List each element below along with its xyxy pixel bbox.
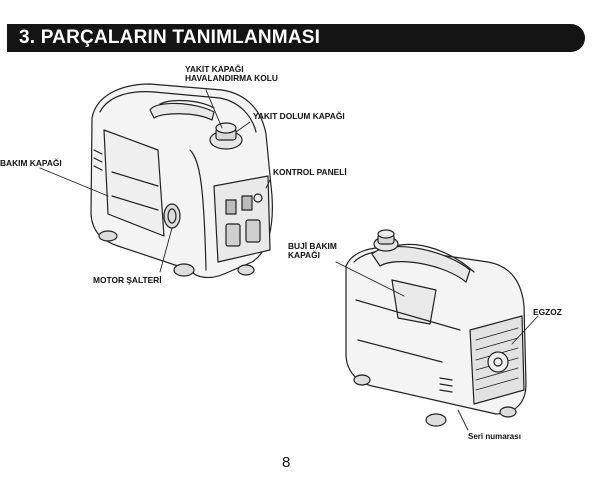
label-exhaust: EGZOZ (533, 307, 562, 317)
page-number: 8 (282, 454, 291, 471)
label-spark-plug-line1: BUJİ BAKIM (288, 241, 337, 251)
section-title: 3. PARÇALARIN TANIMLANMASI (19, 27, 321, 48)
label-fuel-cap-vent-line2: HAVALANDIRMA KOLU (185, 73, 278, 83)
label-fuel-filler-cap: YAKIT DOLUM KAPAĞI (253, 111, 345, 121)
label-maintenance-cover: BAKIM KAPAĞI (0, 158, 62, 168)
label-spark-plug-line2: KAPAĞI (288, 250, 320, 260)
leader-lines-rear (335, 261, 539, 431)
label-control-panel: KONTROL PANELİ (273, 167, 347, 177)
section-header-bar: 3. PARÇALARIN TANIMLANMASI (7, 24, 585, 52)
label-engine-switch: MOTOR ŞALTERİ (93, 275, 162, 285)
label-fuel-cap-vent-line1: YAKIT KAPAĞI (185, 64, 244, 74)
generator-front-view (90, 83, 273, 279)
generator-rear-view (345, 229, 527, 427)
leader-lines-front (39, 89, 271, 273)
label-spark-plug-cover: BUJİ BAKIM KAPAĞI (288, 242, 337, 260)
label-fuel-cap-vent: YAKIT KAPAĞI HAVALANDIRMA KOLU (185, 65, 278, 83)
label-serial-number: Seri numarası (468, 432, 521, 441)
